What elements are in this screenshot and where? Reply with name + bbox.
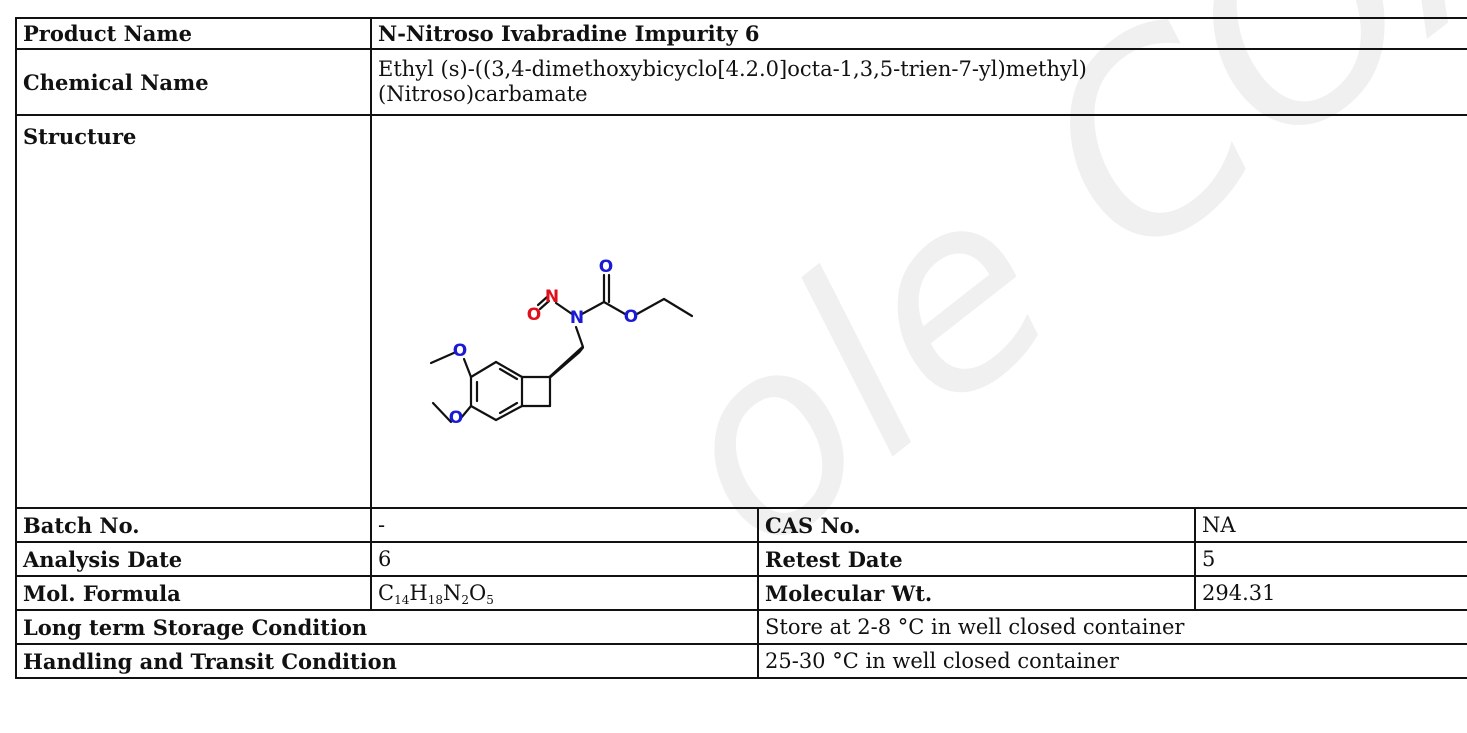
- formula-c: C: [378, 580, 395, 605]
- storage-condition-label: Long term Storage Condition: [15, 609, 759, 645]
- product-name-label: Product Name: [15, 17, 372, 50]
- structure-label: Structure: [15, 114, 372, 509]
- mol-weight-label: Molecular Wt.: [757, 575, 1196, 611]
- handling-condition-value: 25-30 °C in well closed container: [756, 643, 1467, 679]
- analysis-date-label: Analysis Date: [15, 541, 372, 577]
- mol-formula-value: C14H18N2O5: [370, 575, 759, 611]
- formula-n-count: 2: [461, 592, 469, 607]
- formula-o-count: 5: [486, 592, 494, 607]
- batch-no-label: Batch No.: [15, 507, 372, 543]
- row-product-name: Product Name N-Nitroso Ivabradine Impuri…: [15, 17, 1467, 50]
- batch-no-value: -: [370, 507, 759, 543]
- structure-image-cell: O O N N O O O: [369, 114, 1467, 509]
- retest-date-value: 5: [1193, 541, 1467, 577]
- row-structure: Structure: [15, 114, 1467, 509]
- atom-n-carbamate: N: [570, 308, 584, 328]
- formula-c-count: 14: [394, 592, 410, 607]
- formula-o: O: [468, 580, 487, 605]
- row-storage: Long term Storage Condition Store at 2-8…: [15, 609, 1467, 645]
- row-chemical-name: Chemical Name Ethyl (s)-((3,4-dimethoxyb…: [15, 48, 1467, 116]
- cas-no-label: CAS No.: [757, 507, 1196, 543]
- product-name-value: N-Nitroso Ivabradine Impurity 6: [369, 17, 1467, 50]
- atom-o-nitroso: O: [527, 305, 541, 325]
- chemical-structure-drawing: O O N N O O O: [429, 257, 694, 428]
- formula-h-count: 18: [427, 592, 443, 607]
- handling-condition-label: Handling and Transit Condition: [15, 643, 759, 679]
- mol-weight-value: 294.31: [1193, 575, 1467, 611]
- row-batch-cas: Batch No. - CAS No. NA: [15, 507, 1467, 543]
- atom-o-ester: O: [624, 307, 638, 327]
- product-info-table: Product Name N-Nitroso Ivabradine Impuri…: [15, 17, 1467, 679]
- atom-n-nitroso: N: [545, 287, 559, 307]
- atom-o-carbonyl: O: [599, 257, 613, 277]
- analysis-date-value: 6: [370, 541, 759, 577]
- atom-o-methoxy-2: O: [449, 408, 463, 428]
- formula-h: H: [409, 580, 428, 605]
- cas-no-value: NA: [1193, 507, 1467, 543]
- chemical-name-text: Ethyl (s)-((3,4-dimethoxybicyclo[4.2.0]o…: [378, 57, 1087, 106]
- row-dates: Analysis Date 6 Retest Date 5: [15, 541, 1467, 577]
- row-formula-weight: Mol. Formula C14H18N2O5 Molecular Wt. 29…: [15, 575, 1467, 611]
- row-handling: Handling and Transit Condition 25-30 °C …: [15, 643, 1467, 679]
- retest-date-label: Retest Date: [757, 541, 1196, 577]
- storage-condition-value: Store at 2-8 °C in well closed container: [756, 609, 1467, 645]
- atom-o-methoxy-1: O: [453, 341, 467, 361]
- formula-n: N: [442, 580, 462, 605]
- chemical-name-label: Chemical Name: [15, 48, 372, 116]
- chemical-name-value: Ethyl (s)-((3,4-dimethoxybicyclo[4.2.0]o…: [369, 48, 1467, 116]
- mol-formula-label: Mol. Formula: [15, 575, 372, 611]
